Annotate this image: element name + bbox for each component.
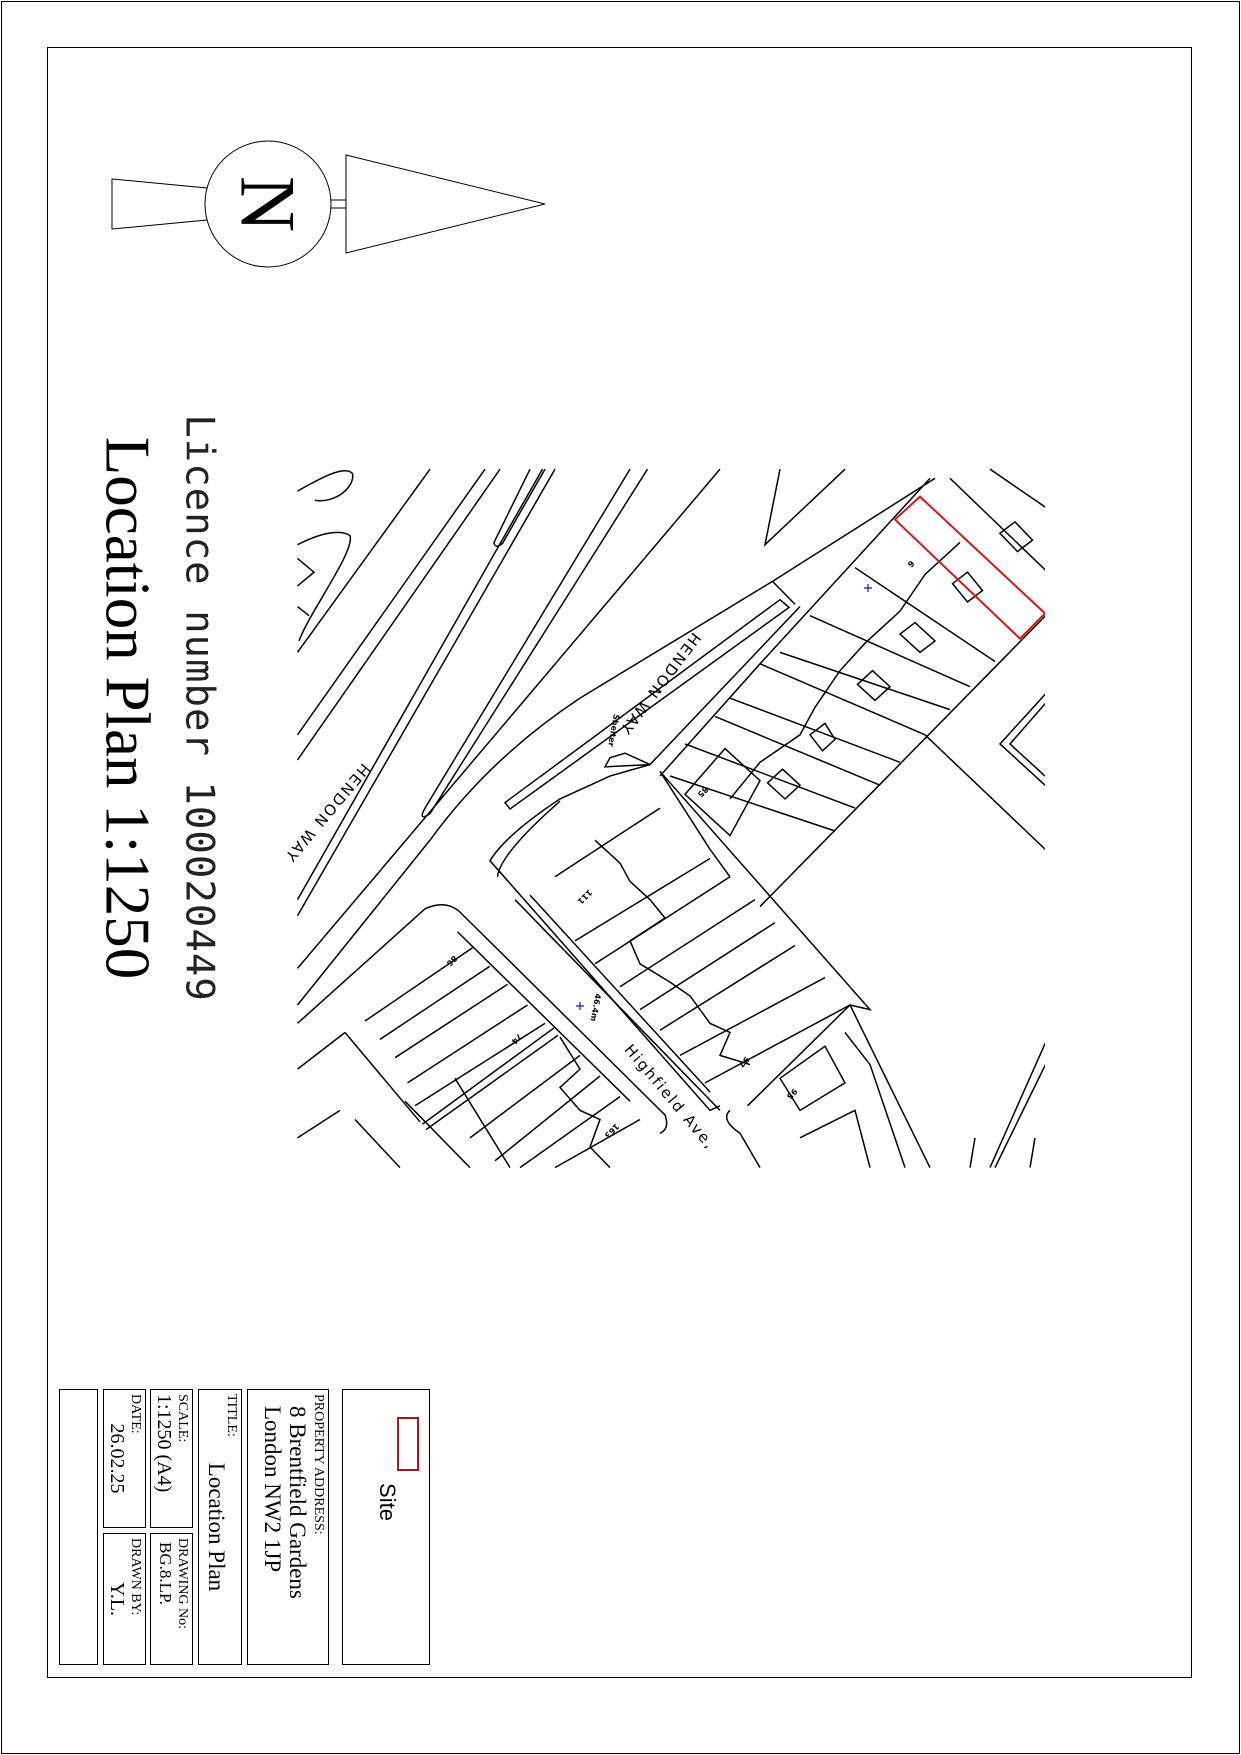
drawing-number-label: DRAWING No: (175, 1538, 190, 1630)
scale-label: SCALE: (175, 1394, 190, 1443)
date-box: DATE: 26.02.25 (103, 1389, 146, 1528)
site-legend-swatch (397, 1417, 419, 1471)
drawn-by-box: DRAWN BY: Y.L. (103, 1533, 146, 1665)
scale-box: SCALE: 1:1250 (A4) (150, 1389, 193, 1528)
property-address-label: PROPERTY ADDRESS: (311, 1394, 326, 1535)
spot-height-marker-icons (576, 584, 872, 1010)
road-label-highfield-ave: Highfield Ave, (621, 1041, 720, 1154)
house-number: 111 (575, 888, 593, 906)
drawing-frame (47, 47, 1192, 1678)
address-line-2: London NW2 1JP (260, 1406, 285, 1573)
shelter-label: Shelter (606, 713, 621, 747)
drawn-by-value: Y.L. (106, 1581, 128, 1617)
house-number: 163 (603, 1122, 621, 1140)
scale-value: 1:1250 (A4) (153, 1394, 175, 1493)
title-box: TITLE: Location Plan (198, 1389, 242, 1665)
legend-box: Site (342, 1389, 430, 1665)
road-label-hendon-way-1: HENDON WAY (280, 760, 373, 866)
house-number: 97 (737, 1055, 751, 1069)
drawing-number-value: BG.8.LP. (156, 1542, 175, 1605)
date-value: 26.02.25 (106, 1423, 128, 1494)
house-number: 85 (695, 785, 710, 800)
address-line-1: 8 Brentfield Gardens (285, 1406, 310, 1599)
spot-height-label: 46.4m (589, 993, 603, 1022)
blank-box (59, 1389, 98, 1665)
property-address-box: PROPERTY ADDRESS: 8 Brentfield Gardens L… (247, 1389, 329, 1665)
house-number: 6 (905, 559, 916, 570)
map-linework (298, 469, 1051, 1167)
drawn-by-label: DRAWN BY: (128, 1538, 143, 1616)
date-label: DATE: (128, 1394, 143, 1434)
drawing-number-box: DRAWING No: BG.8.LP. (150, 1533, 193, 1665)
site-legend-label: Site (375, 1483, 400, 1521)
site-boundary (895, 497, 1045, 639)
